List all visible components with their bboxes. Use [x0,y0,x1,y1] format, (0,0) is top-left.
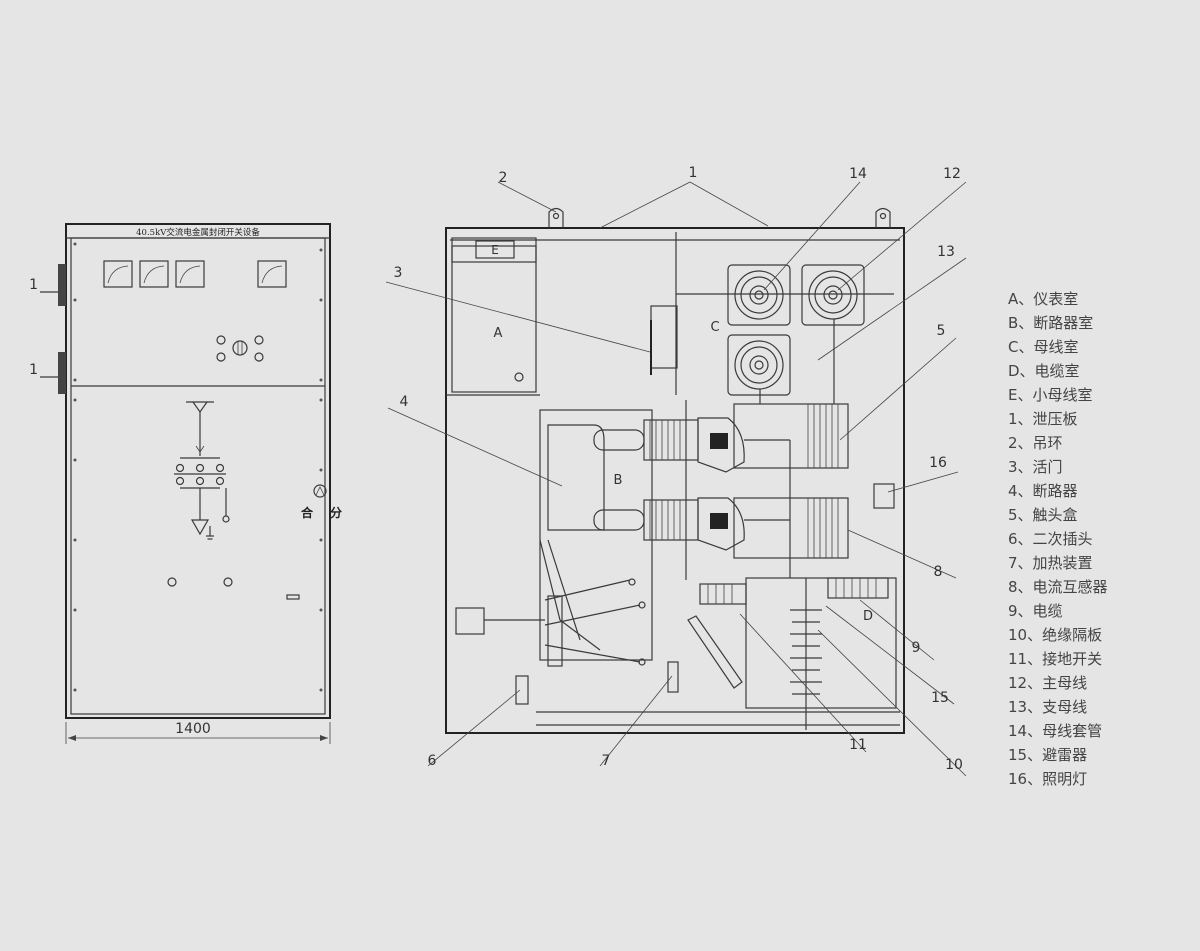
legend-item: 3、活门 [1008,458,1063,476]
callout-14: 14 [849,166,867,182]
legend-item: 12、主母线 [1008,674,1087,692]
label-E: E [491,243,499,257]
callout-7: 7 [602,753,611,769]
close-label: 合 [301,505,314,520]
legend-item: 7、加热装置 [1008,554,1093,572]
heater [667,661,679,693]
legend-item: 6、二次插头 [1008,530,1093,548]
door-hinges [40,264,66,394]
instrument-compartment [451,237,537,393]
cable-compartment [745,577,897,709]
callout-5: 5 [937,323,946,339]
door-lock-left[interactable] [167,577,177,587]
label-B: B [614,473,623,488]
lifting-ring-right-icon [875,207,891,228]
meter-panel [103,260,287,288]
upper-contact-arm [593,417,745,473]
section-view: E A B [385,165,967,777]
label-D: D [863,609,873,624]
surge-arrester [790,578,822,730]
legend-item: 1、泄压板 [1008,410,1078,428]
hinge-mark-2: 1 [29,362,38,378]
callout-11: 11 [849,737,867,753]
meter-3 [175,260,205,288]
breaker-compartment [539,409,653,661]
callouts: 1 2 3 4 5 6 7 8 9 10 11 12 13 14 15 16 [394,165,963,773]
legend-item: C、母线室 [1008,338,1078,356]
cable-termination [699,577,889,605]
legend: A、仪表室 B、断路器室 C、母线室 D、电缆室 E、小母线室 1、泄压板 2、… [1008,290,1108,788]
callout-3: 3 [394,265,403,281]
legend-item: 14、母线套管 [1008,722,1102,740]
callout-6: 6 [428,753,437,769]
bus-bushings [727,264,865,396]
meter-2 [139,260,169,288]
callout-4: 4 [400,394,409,410]
door-lock-right[interactable] [223,577,233,587]
legend-item: E、小母线室 [1008,386,1092,404]
circuit-breaker [547,424,605,531]
shutter [650,305,678,369]
meter-4 [257,260,287,288]
secondary-plug [515,675,529,705]
callout-8: 8 [934,564,943,580]
callout-2: 2 [499,170,508,186]
legend-item: 9、电缆 [1008,602,1063,620]
callout-15: 15 [931,690,949,706]
legend-item: 5、触头盒 [1008,506,1078,524]
handle-slot[interactable] [286,594,300,600]
legend-item: 16、照明灯 [1008,770,1087,788]
enclosure-outline [445,227,905,734]
front-title: 40.5kV交流电金属封闭开关设备 [136,227,260,238]
legend-item: 10、绝缘隔板 [1008,626,1102,644]
callout-10: 10 [945,757,963,773]
current-transformers [733,403,849,559]
legend-item: 4、断路器 [1008,482,1078,500]
box-E [475,240,515,259]
front-cabinet-inner [70,237,326,715]
earthing-switch [687,615,743,689]
legend-item: D、电缆室 [1008,362,1080,380]
lamp-icon [873,483,895,509]
callout-12: 12 [943,166,961,182]
front-cabinet-outline [65,223,331,719]
lower-contact-arm [593,497,745,551]
lifting-ring-left-icon [548,207,564,228]
legend-item: 8、电流互感器 [1008,578,1108,596]
legend-item: 2、吊环 [1008,434,1063,452]
label-A: A [494,326,503,341]
operating-switch-icon[interactable] [313,484,327,498]
hinge-mark-1: 1 [29,277,38,293]
open-label: 分 [330,505,342,520]
front-view: 40.5kV交流电金属封闭开关设备 [29,223,342,744]
meter-1 [103,260,133,288]
control-switches [216,335,264,362]
callout-16: 16 [929,455,947,471]
mimic-diagram [174,401,230,540]
selector-knob-icon [232,340,248,356]
legend-item: A、仪表室 [1008,290,1078,308]
label-C: C [710,320,719,335]
callout-9: 9 [912,640,921,656]
legend-item: 11、接地开关 [1008,650,1102,668]
width-dimension: 1400 [175,721,211,737]
callout-leaders [385,181,967,777]
legend-item: 15、避雷器 [1008,746,1087,764]
breaker-truck [455,539,646,667]
legend-item: B、断路器室 [1008,314,1093,332]
callout-13: 13 [937,244,955,260]
callout-1: 1 [689,165,698,181]
legend-item: 13、支母线 [1008,698,1087,716]
